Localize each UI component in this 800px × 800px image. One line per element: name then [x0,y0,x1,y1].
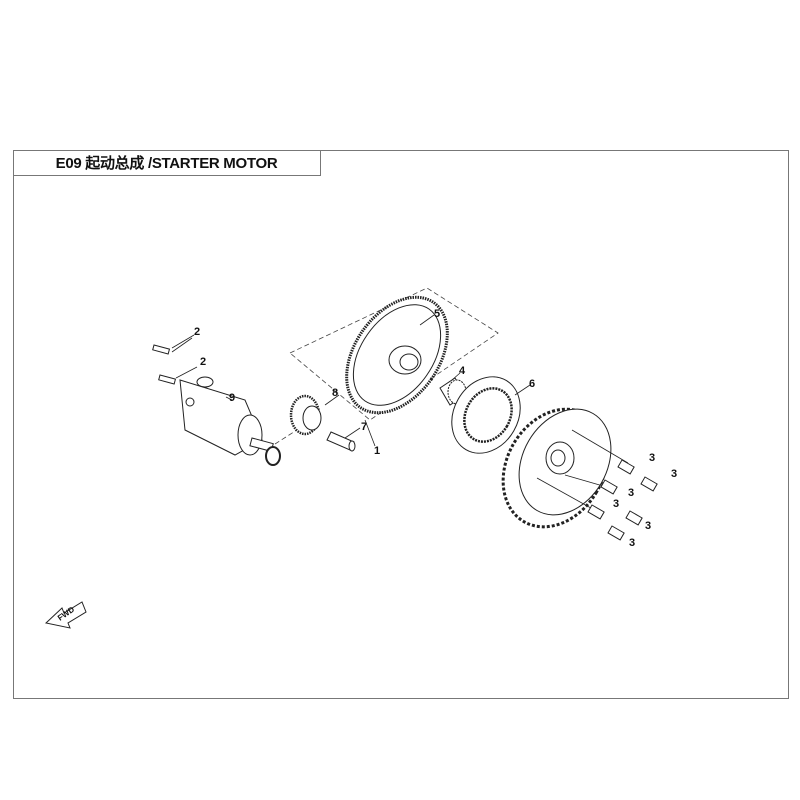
callout-6: 6 [529,378,535,390]
title-box: E09 起动总成 /STARTER MOTOR [13,150,321,176]
bolt-2-lower [158,366,198,385]
callout-1: 1 [374,445,380,457]
starter-motor-9 [179,376,274,456]
callout-2: 2 [200,356,206,368]
diagram-frame [13,150,789,699]
one-way-clutch-6 [451,376,521,454]
callout-3: 3 [613,498,619,510]
callout-3: 3 [628,487,634,499]
bolt-2-upper [152,337,193,355]
leader-lines [171,314,531,447]
o-ring [265,446,281,466]
flywheel-rotor [501,407,612,529]
callout-4: 4 [459,365,466,377]
callout-7: 7 [361,421,367,433]
callout-3: 3 [671,468,677,480]
callout-3: 3 [645,520,651,532]
subassembly-outline [289,287,499,421]
callout-9: 9 [229,392,235,404]
forward-arrow-icon: FWD [44,601,87,629]
callout-2: 2 [194,326,200,338]
starter-gear-5 [345,295,449,415]
diagram-title: E09 起动总成 /STARTER MOTOR [55,155,278,172]
bolts-3 [536,429,658,541]
callout-3: 3 [649,452,655,464]
shaft-7 [326,431,356,452]
callout-3: 3 [629,537,635,549]
idler-gear-8 [289,394,322,436]
callout-8: 8 [332,387,338,399]
callout-5: 5 [434,308,440,320]
